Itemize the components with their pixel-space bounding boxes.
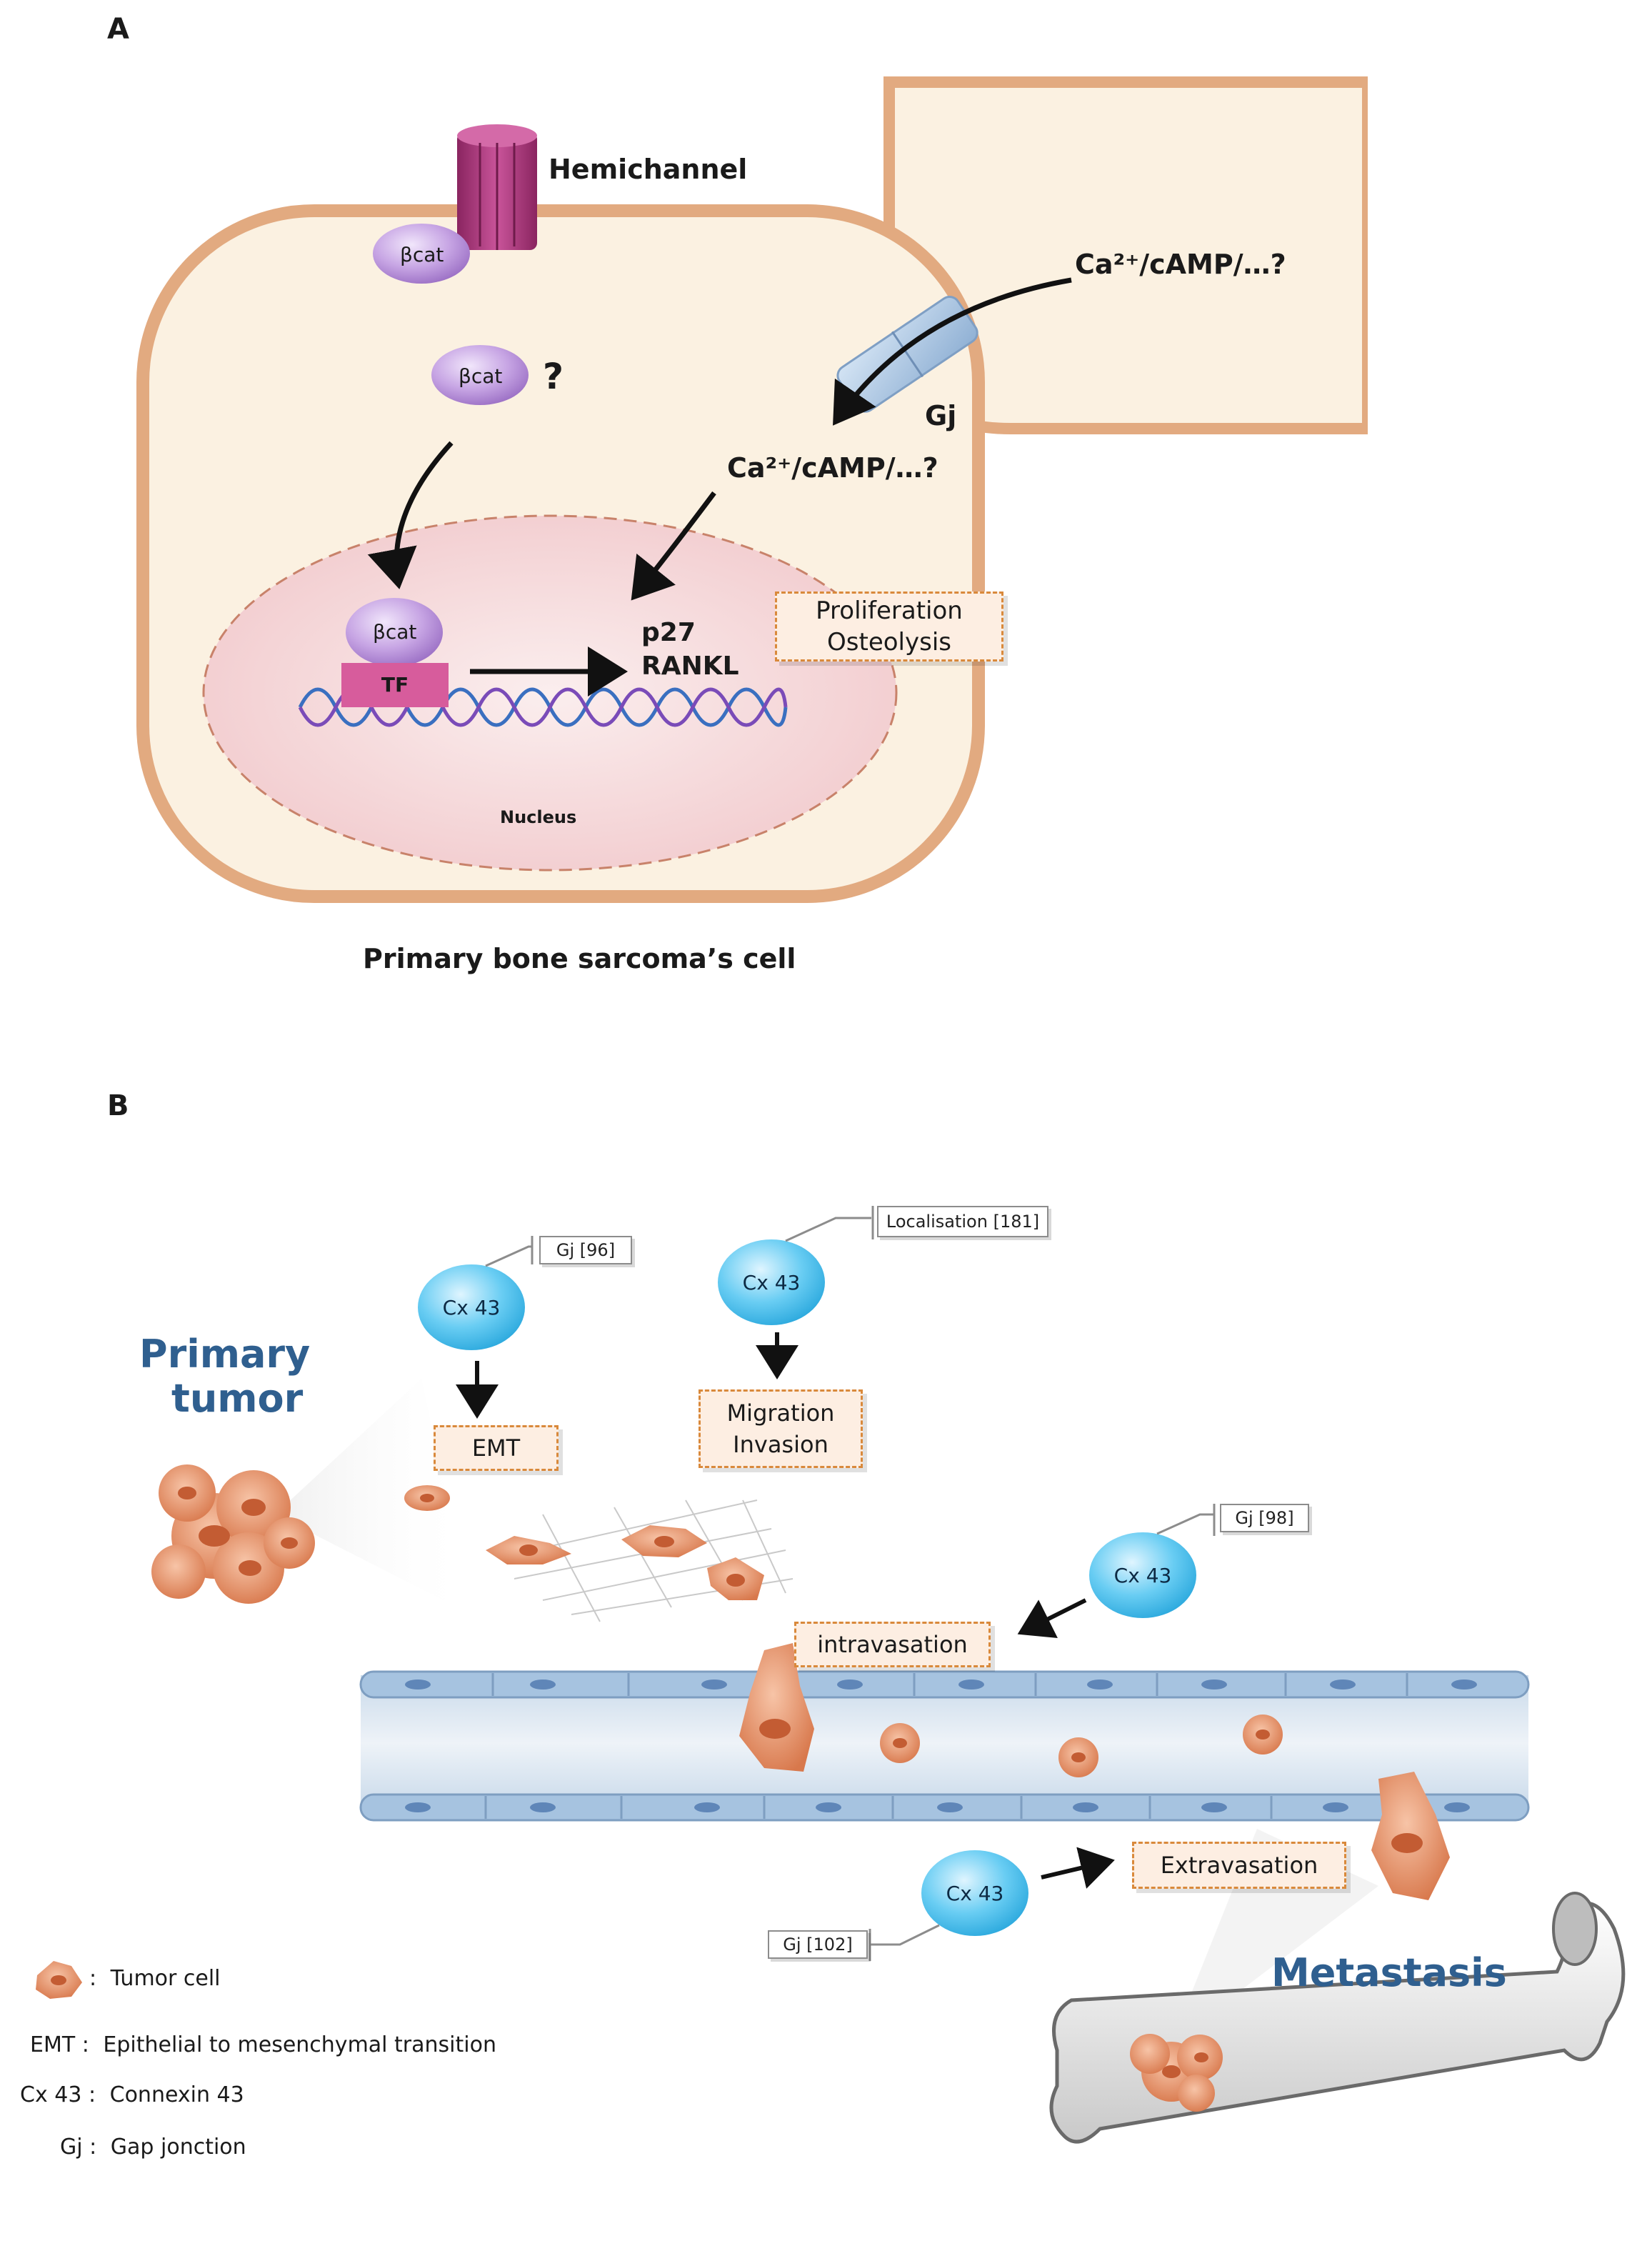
invasion-label: Invasion bbox=[733, 1431, 828, 1458]
legend-def-1: Tumor cell bbox=[110, 1966, 221, 1991]
tf-icon bbox=[341, 663, 449, 707]
arrow-cx43-extravasation bbox=[1041, 1847, 1115, 1889]
legend-def-2: Epithelial to mesenchymal transition bbox=[103, 2032, 496, 2057]
migration-label: Migration bbox=[726, 1399, 835, 1427]
legend-tumor-cell-icon bbox=[36, 1961, 82, 1999]
primary-tumor-title: Primary tumor bbox=[139, 1332, 310, 1421]
cx43-migration: Cx 43 bbox=[718, 1239, 825, 1325]
connector-gj98 bbox=[1156, 1513, 1214, 1535]
hemichannel-label: Hemichannel bbox=[549, 154, 748, 185]
arrow-bcat-to-nucleus bbox=[367, 441, 454, 589]
cx43-emt-label: Cx 43 bbox=[442, 1295, 501, 1319]
bcat-cytoplasm-label: βcat bbox=[459, 364, 503, 388]
intravasation-label: intravasation bbox=[817, 1631, 968, 1658]
outcome-osteolysis: Osteolysis bbox=[827, 628, 951, 657]
extravasation-label: Extravasation bbox=[1160, 1852, 1318, 1879]
intravasation-box: intravasation bbox=[794, 1622, 991, 1667]
outcome-proliferation: Proliferation bbox=[816, 597, 963, 625]
primary-tumor-line2: tumor bbox=[171, 1376, 304, 1421]
signal-label-bottom: Ca²⁺/cAMP/…? bbox=[727, 452, 938, 484]
emt-box: EMT bbox=[434, 1425, 559, 1471]
cx43-intravasation-icon bbox=[1089, 1532, 1196, 1618]
legend-gj: Gj : Gap jonction bbox=[60, 2135, 246, 2160]
legend-sep-3: : bbox=[88, 2082, 96, 2107]
bcat-nucleus-label: βcat bbox=[373, 620, 417, 644]
extravasating-tumor-cell bbox=[1371, 1772, 1450, 1900]
hemichannel-icon bbox=[457, 124, 537, 250]
metastasis-title: Metastasis bbox=[1271, 1950, 1507, 1995]
legend-term-2: EMT bbox=[30, 2032, 76, 2057]
primary-tumor-line1: Primary bbox=[139, 1332, 311, 1377]
primary-tumor-icon bbox=[151, 1464, 315, 1604]
migrating-tumor-cells bbox=[404, 1485, 764, 1600]
bcat-cytoplasm-icon bbox=[431, 345, 529, 405]
cx43-migration-icon bbox=[718, 1239, 825, 1325]
gap-junction-label: Gj bbox=[925, 400, 957, 431]
connector-gj96 bbox=[485, 1245, 532, 1267]
legend-def-3: Connexin 43 bbox=[109, 2082, 244, 2107]
blood-vessel bbox=[359, 1670, 1530, 1822]
cx43-intravasation: Cx 43 bbox=[1089, 1532, 1196, 1618]
bcat-membrane-icon bbox=[373, 224, 470, 284]
circulating-tumor-cells bbox=[880, 1715, 1283, 1777]
gene-rankl: RANKL bbox=[641, 652, 739, 681]
bcat-nucleus-icon bbox=[346, 598, 443, 667]
arrow-cx43-intravasation bbox=[1017, 1598, 1087, 1639]
cx43-intravasation-label: Cx 43 bbox=[1113, 1563, 1172, 1587]
unknown-question-mark: ? bbox=[543, 356, 564, 397]
cx43-emt: Cx 43 bbox=[418, 1264, 525, 1350]
dna-strand-2 bbox=[298, 687, 788, 727]
cx43-emt-icon bbox=[418, 1264, 525, 1350]
legend-sep-1: : bbox=[89, 1966, 97, 1991]
ref-localisation181: Localisation [181] bbox=[877, 1206, 1048, 1237]
connector-gj102 bbox=[870, 1924, 940, 1946]
tf-label: TF bbox=[381, 673, 409, 697]
legend-term-4: Gj bbox=[60, 2135, 83, 2160]
panel-b-label: B bbox=[107, 1089, 129, 1122]
arrow-gj-inflow bbox=[833, 277, 1072, 426]
legend-cx43: Cx 43 : Connexin 43 bbox=[20, 2082, 244, 2107]
panel-a-caption: Primary bone sarcoma’s cell bbox=[363, 943, 796, 974]
cx43-migration-label: Cx 43 bbox=[742, 1270, 801, 1294]
extravasation-box: Extravasation bbox=[1132, 1842, 1346, 1889]
nucleus-label: Nucleus bbox=[500, 807, 577, 827]
legend-term-3: Cx 43 bbox=[20, 2082, 82, 2107]
outcome-box: Proliferation Osteolysis bbox=[775, 592, 1003, 662]
legend-sep-2: : bbox=[81, 2032, 89, 2057]
metastasis-tumor-icon bbox=[1130, 2034, 1223, 2112]
ref-gj98: Gj [98] bbox=[1220, 1504, 1309, 1532]
connector-localisation bbox=[785, 1217, 871, 1242]
cx43-extravasation: Cx 43 bbox=[921, 1850, 1028, 1936]
signal-label-top: Ca²⁺/cAMP/…? bbox=[1075, 249, 1286, 280]
legend-sep-4: : bbox=[89, 2135, 97, 2160]
emt-box-label: EMT bbox=[471, 1434, 521, 1462]
bone-icon bbox=[1049, 1892, 1626, 2144]
ref-gj96: Gj [96] bbox=[539, 1236, 632, 1264]
intravasating-tumor-cell bbox=[739, 1643, 814, 1772]
gene-p27: p27 bbox=[641, 618, 696, 647]
legend-def-4: Gap jonction bbox=[110, 2135, 246, 2160]
cx43-extravasation-icon bbox=[921, 1850, 1028, 1936]
bcat-membrane-label: βcat bbox=[400, 243, 444, 266]
legend-tumor-cell: : Tumor cell bbox=[89, 1966, 221, 1991]
panel-a-label: A bbox=[107, 13, 129, 46]
legend-emt: EMT : Epithelial to mesenchymal transiti… bbox=[30, 2032, 496, 2057]
arrow-signal-to-genes bbox=[631, 491, 716, 601]
cx43-extravasation-label: Cx 43 bbox=[946, 1881, 1004, 1905]
migration-box: Migration Invasion bbox=[699, 1389, 863, 1468]
ref-gj102: Gj [102] bbox=[768, 1930, 868, 1959]
